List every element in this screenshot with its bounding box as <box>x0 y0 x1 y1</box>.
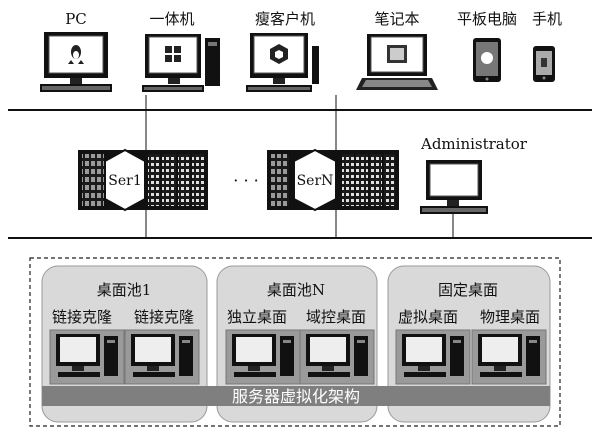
desktop-computer-icon <box>395 329 471 385</box>
device-label-pc: PC <box>65 10 87 28</box>
virtualization-bar <box>42 386 550 406</box>
device-label-all-in-one: 一体机 <box>149 10 194 28</box>
admin-monitor-icon <box>420 160 488 214</box>
pool-item-label: 链接克隆 <box>52 308 112 326</box>
virtualization-bar-label: 服务器虚拟化架构 <box>232 387 360 406</box>
windows-all-in-one-icon <box>142 34 220 92</box>
admin-label: Administrator <box>420 135 528 153</box>
pool-title: 桌面池1 <box>97 281 152 299</box>
thin-client-icon <box>246 33 319 92</box>
pool-title: 桌面池N <box>267 281 325 299</box>
desktop-computer-icon <box>124 329 200 385</box>
pool-item-label: 物理桌面 <box>480 308 540 326</box>
desktop-computer-icon <box>49 329 125 385</box>
device-label-thin-client: 瘦客户机 <box>255 10 315 28</box>
device-label-laptop: 笔记本 <box>374 10 419 28</box>
pool-item-label: 链接克隆 <box>134 308 194 326</box>
pool-title: 固定桌面 <box>438 281 498 299</box>
laptop-icon <box>356 34 438 90</box>
pool-item-label: 虚拟桌面 <box>398 308 458 326</box>
server-label-sern: SerN <box>297 173 334 189</box>
phone-icon <box>533 46 555 82</box>
server-ser1: Ser1 <box>78 148 208 212</box>
desktop-computer-icon <box>471 329 547 385</box>
desktop-computer-icon <box>225 329 301 385</box>
desktop-computer-icon <box>299 329 375 385</box>
desktop-pool-region <box>29 257 561 427</box>
server-sern: SerN <box>267 148 399 212</box>
linux-monitor-icon <box>40 32 112 92</box>
device-label-tablet: 平板电脑 <box>457 10 517 28</box>
device-label-phone: 手机 <box>532 10 562 28</box>
server-ellipsis: · · · <box>233 171 258 190</box>
tablet-icon <box>473 38 501 82</box>
pool-item-label: 域控桌面 <box>306 308 366 326</box>
server-label-ser1: Ser1 <box>108 173 141 189</box>
pool-item-label: 独立桌面 <box>227 308 287 326</box>
